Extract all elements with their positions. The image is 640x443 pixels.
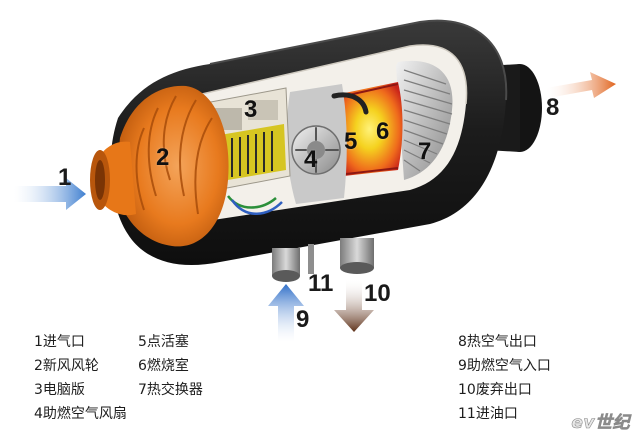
callout-5: 5 [344,128,358,155]
callout-2: 2 [156,144,170,171]
legend-middle-column: 5点活塞 6燃烧室 7热交换器 [138,330,203,402]
callout-8: 8 [546,94,560,121]
watermark-logo: ev世纪 [571,413,630,434]
legend-right-column: 8热空气出口 9助燃空气入口 10废弃出口 11进油口 [458,330,551,426]
legend-item: 9助燃空气入口 [458,358,551,374]
callout-9: 9 [296,306,310,333]
hot-air-outlet-arrow [546,72,616,98]
callout-7: 7 [418,138,432,165]
bottom-ports [272,238,374,282]
air-inlet [90,141,136,216]
legend-item: 3电脑版 [34,382,85,398]
inlet-arrow [14,178,86,210]
callout-3: 3 [244,96,258,123]
legend-left-column: 1进气口 2新风风轮 3电脑版 4助燃空气风扇 [34,330,127,426]
heat-exchanger [396,60,453,180]
fresh-air-fan-wheel [116,85,229,247]
exhaust-outlet-arrow [334,280,374,332]
callout-10: 10 [364,280,391,307]
combustion-air-inlet-arrow [268,284,304,342]
legend-item: 1进气口 [34,334,85,350]
legend-item: 2新风风轮 [34,358,99,374]
legend-item: 4助燃空气风扇 [34,406,127,422]
legend-item: 5点活塞 [138,334,189,350]
legend-item: 8热空气出口 [458,334,537,350]
legend-item: 11进油口 [458,406,518,422]
callout-4: 4 [304,146,318,173]
legend-item: 7热交换器 [138,382,203,398]
combustion-air-fan [286,84,369,204]
legend-item: 6燃烧室 [138,358,189,374]
legend-item: 10废弃出口 [458,382,532,398]
callout-1: 1 [58,164,72,191]
callout-11: 11 [308,270,334,297]
callout-6: 6 [376,118,390,145]
